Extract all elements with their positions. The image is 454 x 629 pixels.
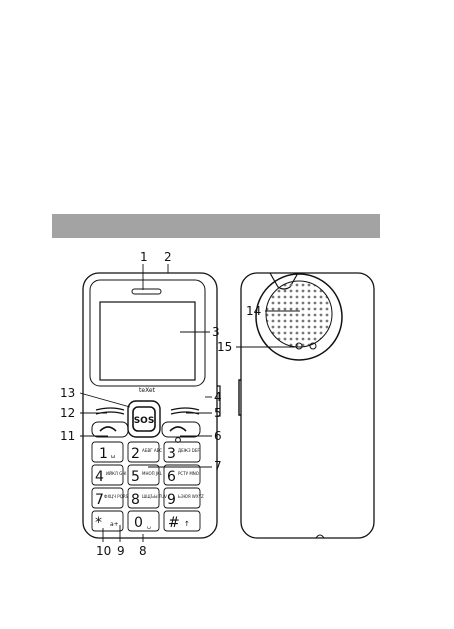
key-0-sub: ␣ bbox=[147, 522, 151, 529]
bottom-port bbox=[284, 534, 325, 539]
left-soft-key bbox=[95, 407, 125, 411]
callout-9: 9 bbox=[117, 544, 125, 558]
back-view bbox=[238, 272, 375, 539]
callout-15: 15 bbox=[217, 340, 232, 354]
front-body bbox=[82, 272, 218, 539]
key-7-digit: 7 bbox=[95, 492, 104, 508]
camera-lens bbox=[295, 342, 303, 350]
side-key-back bbox=[238, 379, 241, 416]
key-1-digit: 1 bbox=[99, 446, 108, 462]
front-view bbox=[82, 272, 221, 539]
callout-7: 7 bbox=[214, 459, 222, 473]
key-3-sub: ДЕЖЗ DEF bbox=[178, 448, 200, 453]
key-hash-sub: ↑ bbox=[184, 520, 190, 528]
nav-ring bbox=[127, 400, 161, 438]
callout-3: 3 bbox=[212, 325, 220, 339]
side-key bbox=[217, 385, 221, 417]
callout-4: 4 bbox=[214, 390, 222, 404]
keypad: 1 ω 2 АБВГ ABC 3 ДЕЖЗ DEF 4 ИЙКЛ GHI 5 М… bbox=[95, 446, 204, 531]
earpiece bbox=[131, 288, 162, 295]
key-8-digit: 8 bbox=[131, 492, 140, 508]
callout-8: 8 bbox=[139, 544, 147, 558]
callout-10: 10 bbox=[96, 544, 111, 558]
end-button bbox=[161, 421, 201, 438]
key-5-sub: МНОП JKL bbox=[142, 471, 163, 476]
key-star-sub: a+ bbox=[110, 521, 119, 528]
right-soft-key bbox=[170, 407, 200, 411]
sos-label: SOS bbox=[134, 416, 155, 426]
key-0-digit: 0 bbox=[134, 515, 143, 531]
leader-lines bbox=[79, 264, 300, 542]
callout-11: 11 bbox=[60, 429, 75, 443]
header-band bbox=[52, 214, 380, 238]
callout-2: 2 bbox=[164, 250, 172, 264]
logo: teXet bbox=[139, 387, 156, 394]
key-7-sub: ФХЦЧ PQRS bbox=[104, 494, 129, 499]
callout-5: 5 bbox=[214, 406, 222, 420]
callout-14: 14 bbox=[246, 304, 261, 318]
key-4-digit: 4 bbox=[95, 469, 104, 485]
callouts: 1 2 3 4 5 6 7 8 9 10 11 12 13 14 15 bbox=[60, 250, 261, 558]
key-9-digit: 9 bbox=[167, 492, 176, 508]
key-3-digit: 3 bbox=[167, 446, 176, 462]
key-hash-digit: # bbox=[168, 515, 180, 531]
key-2-digit: 2 bbox=[131, 446, 140, 462]
callout-12: 12 bbox=[60, 406, 75, 420]
key-5-digit: 5 bbox=[131, 469, 140, 485]
key-6-digit: 6 bbox=[167, 469, 176, 485]
screen-bezel bbox=[89, 279, 206, 387]
call-button bbox=[91, 421, 129, 438]
callout-1: 1 bbox=[140, 250, 148, 264]
key-star-digit: * bbox=[95, 515, 102, 531]
flash bbox=[309, 342, 317, 350]
key-9-sub: ЬЭЮЯ WXYZ bbox=[178, 494, 204, 499]
call-icon bbox=[99, 426, 117, 432]
key-2-sub: АБВГ ABC bbox=[142, 448, 162, 453]
speaker-grille bbox=[265, 280, 333, 348]
speaker-ring bbox=[255, 273, 343, 361]
end-call-icon bbox=[169, 426, 187, 432]
sos-button bbox=[132, 406, 156, 432]
callout-13: 13 bbox=[60, 386, 75, 400]
key-4-sub: ИЙКЛ GHI bbox=[106, 471, 126, 476]
callout-6: 6 bbox=[214, 429, 222, 443]
key-1-sub: ω bbox=[111, 454, 115, 460]
key-6-sub: РСТУ MNO bbox=[178, 471, 199, 476]
key-8-sub: ШЩЪЫ TUV bbox=[142, 494, 167, 499]
screen bbox=[99, 301, 196, 381]
